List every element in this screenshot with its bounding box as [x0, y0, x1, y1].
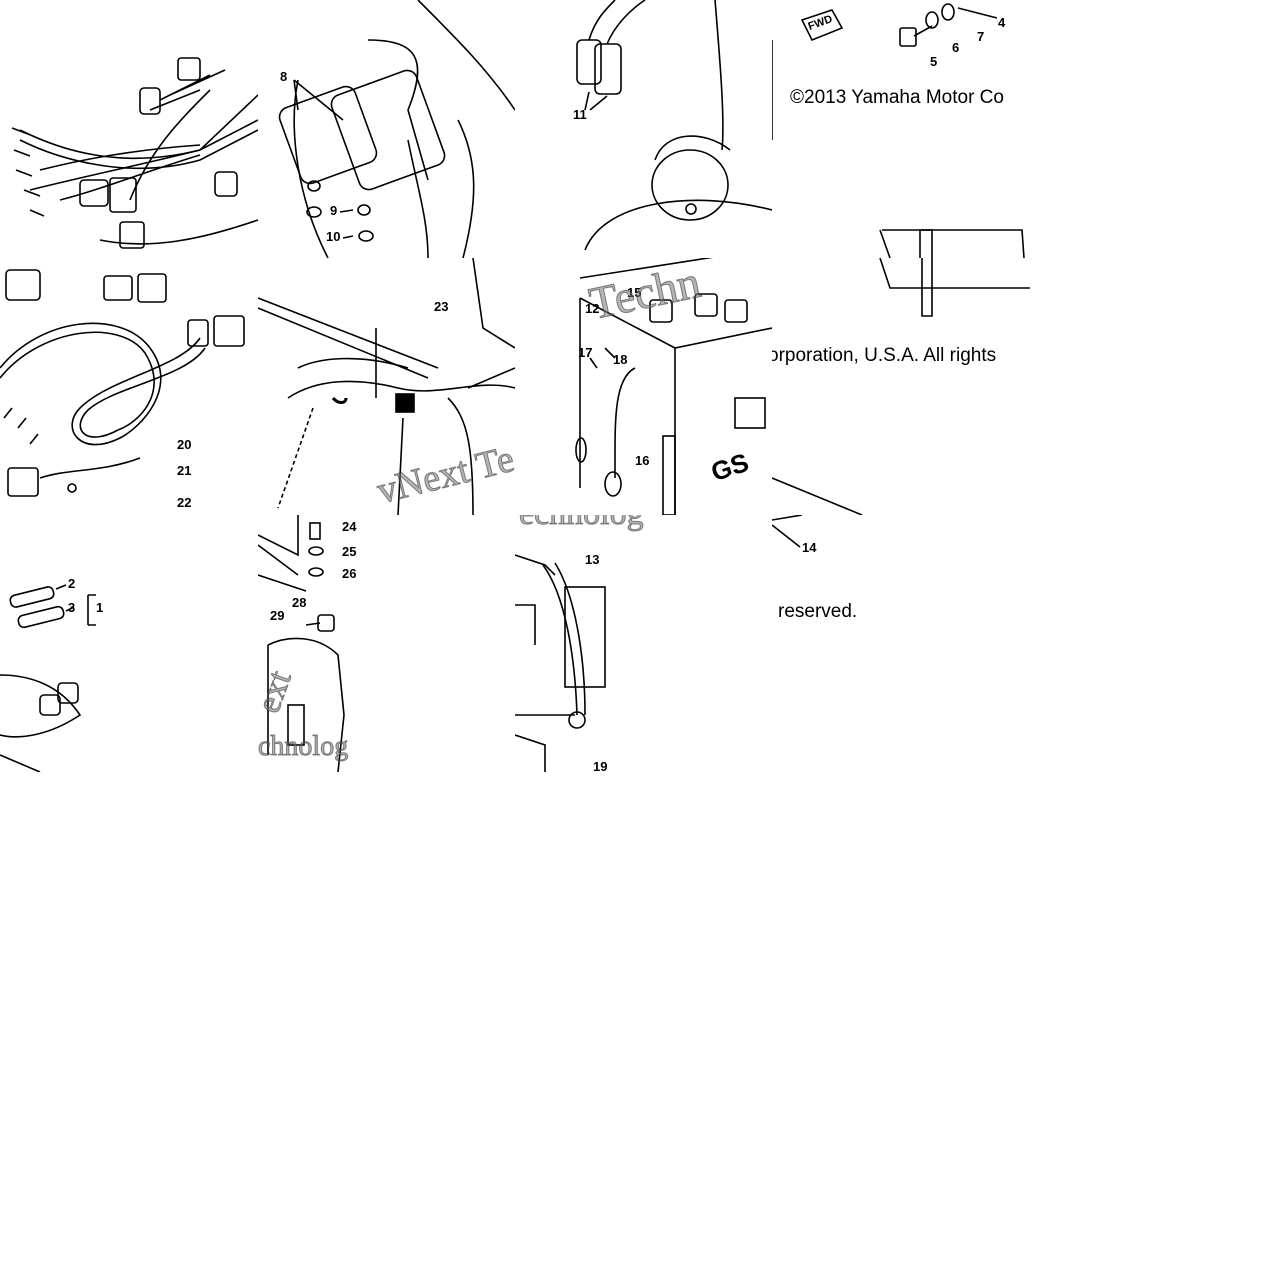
watermark-chnolog: chnolog — [258, 731, 349, 762]
callout-21: 21 — [177, 463, 192, 478]
tile-fuse: 2 3 1 — [0, 515, 258, 772]
callout-3: 3 — [68, 600, 76, 615]
callout-14: 14 — [802, 540, 817, 555]
callout-29: 29 — [270, 608, 285, 623]
callout-18: 18 — [613, 352, 628, 367]
callout-4: 4 — [998, 15, 1006, 30]
tile-wire-harness-loop: 20 21 22 — [0, 258, 258, 515]
copyright-line-3: reserved. — [778, 601, 858, 622]
tile-ignition-coils: 8 9 10 — [258, 0, 515, 258]
tile-fwd-bolt: FWD 4 5 6 7 ©2013 Yamaha Motor Co — [772, 0, 1030, 258]
tile-battery-cable: 13 19 echnolog — [515, 515, 772, 772]
copyright-line-1: ©2013 Yamaha Motor Co — [790, 87, 1004, 108]
callout-8: 8 — [280, 69, 288, 84]
callout-16: 16 — [635, 453, 650, 468]
callout-10: 10 — [326, 229, 341, 244]
callout-19: 19 — [593, 759, 608, 772]
harness-loop-drawing — [0, 269, 245, 497]
plug-cap-drawing — [576, 0, 772, 251]
callout-26: 26 — [342, 566, 357, 581]
battery-drawing — [575, 258, 772, 515]
callout-17: 17 — [578, 345, 593, 360]
callout-1: 1 — [96, 600, 104, 615]
wire-harness-drawing — [11, 57, 258, 249]
callout-22: 22 — [177, 495, 192, 510]
callout-28: 28 — [292, 595, 307, 610]
callout-13: 13 — [585, 552, 600, 567]
watermark-echnolog: echnolog — [519, 515, 645, 531]
callout-7: 7 — [977, 29, 985, 44]
tile-frame-connector: 23 vNext Te — [258, 258, 515, 515]
callout-9: 9 — [330, 203, 338, 218]
relay-drawing — [258, 515, 345, 772]
callout-12: 12 — [585, 301, 600, 316]
tile-bottom-right: 14 reserved. — [772, 515, 892, 625]
callout-25: 25 — [342, 544, 357, 559]
ignition-coil-drawing — [278, 0, 515, 258]
callout-20: 20 — [177, 437, 192, 452]
tile-wire-harness-top — [0, 0, 258, 258]
tile-battery: 12 15 17 18 16 GS Techn — [515, 258, 772, 515]
tile-battery-corner: orporation, U.S.A. All rights — [772, 258, 1030, 515]
tile-plug-caps: 11 — [515, 0, 772, 258]
callout-23: 23 — [434, 299, 449, 314]
callout-15: 15 — [627, 285, 642, 300]
callout-6: 6 — [952, 40, 960, 55]
fuse-drawing — [0, 584, 96, 772]
bottom-right-drawing — [772, 515, 803, 548]
callout-2: 2 — [68, 576, 76, 591]
callout-11: 11 — [573, 107, 587, 122]
battery-cable-drawing — [515, 554, 606, 772]
bolt-washer-drawing — [772, 3, 1025, 258]
frame-connector-drawing — [258, 258, 515, 515]
copyright-line-2: orporation, U.S.A. All rights — [772, 345, 997, 366]
tile-relay: 24 25 26 28 29 ext chnolog — [258, 515, 374, 772]
callout-24: 24 — [342, 519, 357, 534]
callout-5: 5 — [930, 54, 938, 69]
battery-corner-drawing — [772, 258, 1030, 515]
